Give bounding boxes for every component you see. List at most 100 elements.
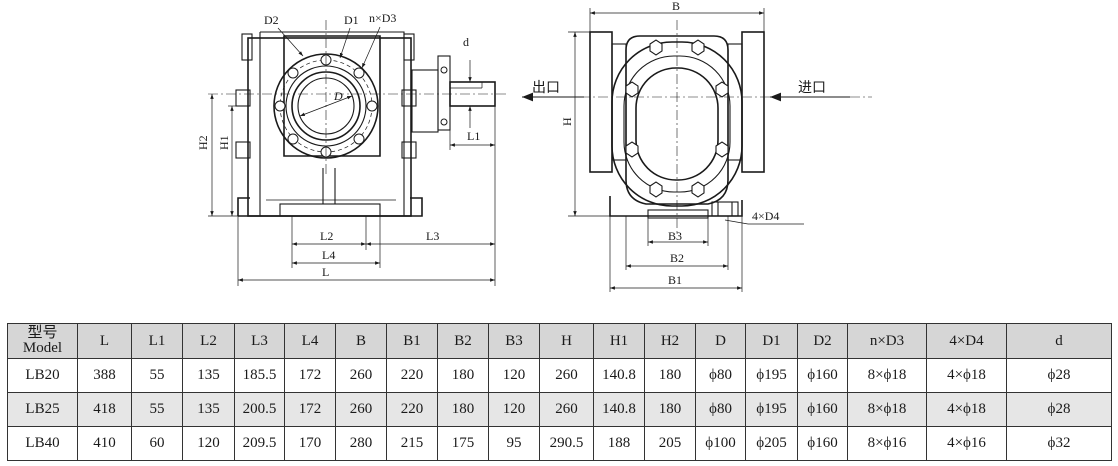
table-cell: 4×ϕ16 xyxy=(926,426,1007,461)
front-label-nxd3: n×D3 xyxy=(369,11,396,25)
front-label-l4: L4 xyxy=(322,248,335,262)
table-cell: 8×ϕ18 xyxy=(847,358,927,393)
front-label-l1: L1 xyxy=(467,129,480,143)
table-cell: 175 xyxy=(437,426,489,461)
table-cell: ϕ80 xyxy=(695,358,746,393)
table-cell: 8×ϕ18 xyxy=(847,392,927,427)
header-b3: B3 xyxy=(488,323,540,359)
table-cell: 410 xyxy=(77,426,132,461)
header-nxd3: n×D3 xyxy=(847,323,927,359)
table-cell: 260 xyxy=(335,358,387,393)
cell-model: LB40 xyxy=(7,426,78,461)
front-label-d: D xyxy=(333,89,343,103)
table-cell: 185.5 xyxy=(234,358,285,393)
table-cell: 205 xyxy=(644,426,696,461)
header-h2: H2 xyxy=(644,323,696,359)
table-cell: 120 xyxy=(488,392,540,427)
table-cell: 60 xyxy=(131,426,183,461)
table-cell: 170 xyxy=(284,426,336,461)
header-l4: L4 xyxy=(284,323,336,359)
table-cell: 95 xyxy=(488,426,540,461)
table-cell: ϕ160 xyxy=(797,426,848,461)
header-h: H xyxy=(539,323,594,359)
table-cell: 260 xyxy=(539,358,594,393)
side-view: B 出口 进口 H 4×D4 B3 B2 B1 xyxy=(522,0,872,292)
table-cell: 180 xyxy=(437,392,489,427)
table-cell: ϕ160 xyxy=(797,358,848,393)
table-cell: ϕ32 xyxy=(1006,426,1112,461)
table-cell: ϕ195 xyxy=(745,358,798,393)
table-cell: 188 xyxy=(593,426,645,461)
table-cell: 280 xyxy=(335,426,387,461)
pump-dimension-drawing: D2 D1 n×D3 d D L1 H2 H1 L2 xyxy=(196,0,872,292)
front-label-d2: D2 xyxy=(264,13,279,27)
table-header-row: 型号 Model L L1 L2 L3 L4 B B1 B2 B3 H H1 H… xyxy=(7,323,1112,359)
front-label-h2: H2 xyxy=(196,135,210,150)
table-cell: 180 xyxy=(437,358,489,393)
header-d1: D1 xyxy=(745,323,798,359)
table-cell: ϕ28 xyxy=(1006,392,1112,427)
table-cell: 135 xyxy=(182,392,235,427)
front-view: D2 D1 n×D3 d D L1 H2 H1 L2 xyxy=(196,11,508,286)
table-cell: ϕ205 xyxy=(745,426,798,461)
table-cell: ϕ195 xyxy=(745,392,798,427)
table-cell: ϕ28 xyxy=(1006,358,1112,393)
table-row: LB40 410 60 120 209.5 170 280 215 175 95… xyxy=(7,426,1112,461)
table-cell: 140.8 xyxy=(593,392,645,427)
table-cell: 172 xyxy=(284,392,336,427)
header-l1: L1 xyxy=(131,323,183,359)
table-cell: ϕ100 xyxy=(695,426,746,461)
table-cell: ϕ80 xyxy=(695,392,746,427)
side-label-4xd4: 4×D4 xyxy=(752,209,779,223)
front-label-d-small: d xyxy=(463,35,469,49)
table-cell: 120 xyxy=(488,358,540,393)
table-cell: 220 xyxy=(386,358,438,393)
cell-model: LB25 xyxy=(7,392,78,427)
table-cell: 140.8 xyxy=(593,358,645,393)
header-d2: D2 xyxy=(797,323,848,359)
side-label-outlet: 出口 xyxy=(532,80,560,96)
table-cell: 290.5 xyxy=(539,426,594,461)
side-label-inlet: 进口 xyxy=(798,80,826,96)
table-cell: 4×ϕ18 xyxy=(926,358,1007,393)
table-cell: 418 xyxy=(77,392,132,427)
table-cell: 180 xyxy=(644,392,696,427)
header-h1: H1 xyxy=(593,323,645,359)
cell-model: LB20 xyxy=(7,358,78,393)
table-cell: 220 xyxy=(386,392,438,427)
table-cell: 55 xyxy=(131,392,183,427)
side-label-b1: B1 xyxy=(668,273,682,287)
table-cell: 260 xyxy=(335,392,387,427)
header-d-small: d xyxy=(1006,323,1112,359)
table-cell: ϕ160 xyxy=(797,392,848,427)
side-label-b3: B3 xyxy=(668,229,682,243)
table-cell: 260 xyxy=(539,392,594,427)
table-cell: 4×ϕ18 xyxy=(926,392,1007,427)
table-cell: 388 xyxy=(77,358,132,393)
side-label-h: H xyxy=(560,117,574,126)
specification-table: 型号 Model L L1 L2 L3 L4 B B1 B2 B3 H H1 H… xyxy=(7,323,1112,461)
header-l3: L3 xyxy=(234,323,285,359)
table-row: LB25 418 55 135 200.5 172 260 220 180 12… xyxy=(7,392,1112,427)
front-label-h1: H1 xyxy=(217,135,231,150)
side-label-b: B xyxy=(672,0,680,13)
hex-bolts xyxy=(625,39,729,198)
header-l: L xyxy=(77,323,132,359)
front-label-l3: L3 xyxy=(426,229,439,243)
header-model-en: Model xyxy=(22,340,63,356)
table-cell: 209.5 xyxy=(234,426,285,461)
table-cell: 55 xyxy=(131,358,183,393)
header-l2: L2 xyxy=(182,323,235,359)
table-row: LB20 388 55 135 185.5 172 260 220 180 12… xyxy=(7,358,1112,393)
table-cell: 120 xyxy=(182,426,235,461)
header-4xd4: 4×D4 xyxy=(926,323,1007,359)
header-b: B xyxy=(335,323,387,359)
header-model-cn: 型号 xyxy=(27,325,58,341)
table-cell: 135 xyxy=(182,358,235,393)
table-cell: 200.5 xyxy=(234,392,285,427)
header-b2: B2 xyxy=(437,323,489,359)
table-cell: 8×ϕ16 xyxy=(847,426,927,461)
front-label-l: L xyxy=(322,265,329,279)
header-d: D xyxy=(695,323,746,359)
header-model: 型号 Model xyxy=(7,323,78,359)
